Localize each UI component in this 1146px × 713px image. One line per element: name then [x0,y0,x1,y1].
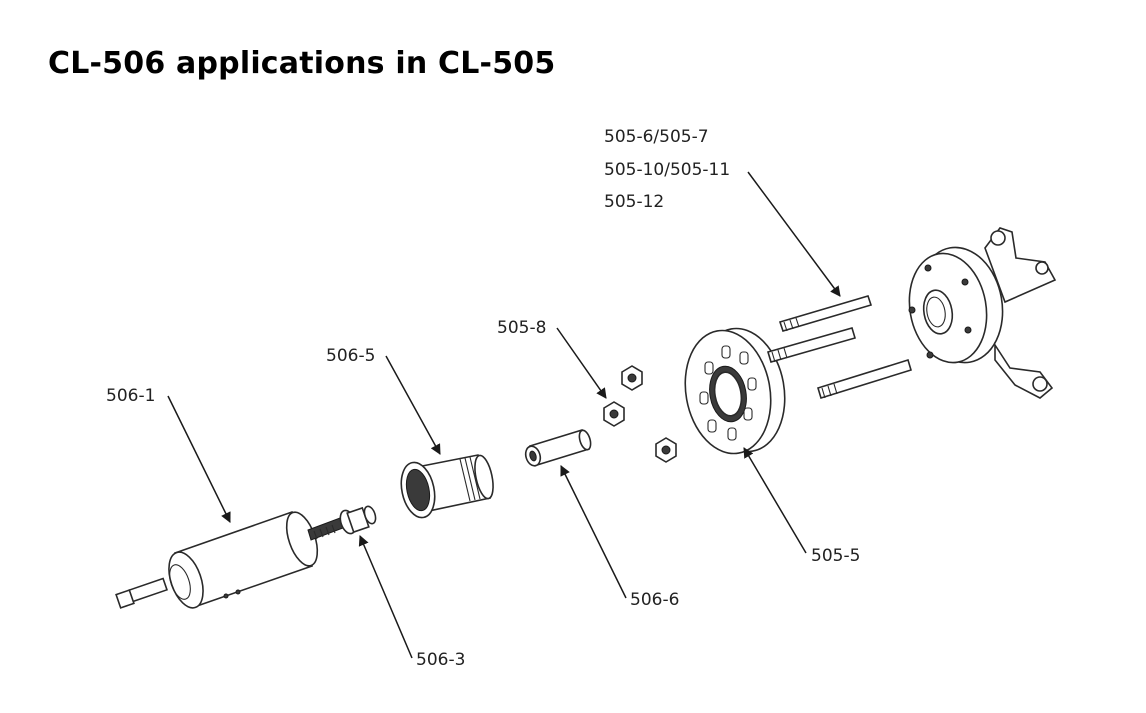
label-506-3: 506-3 [416,650,466,670]
part-505-studs [767,295,912,400]
part-wheel-hub [908,227,1057,399]
part-506-6-pin [524,429,592,467]
label-506-5: 506-5 [326,346,376,366]
part-505-5-plate [684,327,786,455]
label-506-6: 506-6 [630,590,680,610]
label-505-6-505-7: 505-6/505-7 [604,127,709,147]
label-505-10-505-11: 505-10/505-11 [604,160,731,180]
leader-lines [167,171,841,659]
part-506-3-adapter [339,505,377,535]
part-506-5-sleeve [400,454,494,519]
part-505-8-nuts [603,365,677,463]
label-505-8: 505-8 [497,318,547,338]
label-505-12: 505-12 [604,192,665,212]
label-506-1: 506-1 [106,386,156,406]
label-505-5: 505-5 [811,546,861,566]
page-title: CL-506 applications in CL-505 [48,46,556,81]
part-506-1-cylinder [115,510,344,609]
